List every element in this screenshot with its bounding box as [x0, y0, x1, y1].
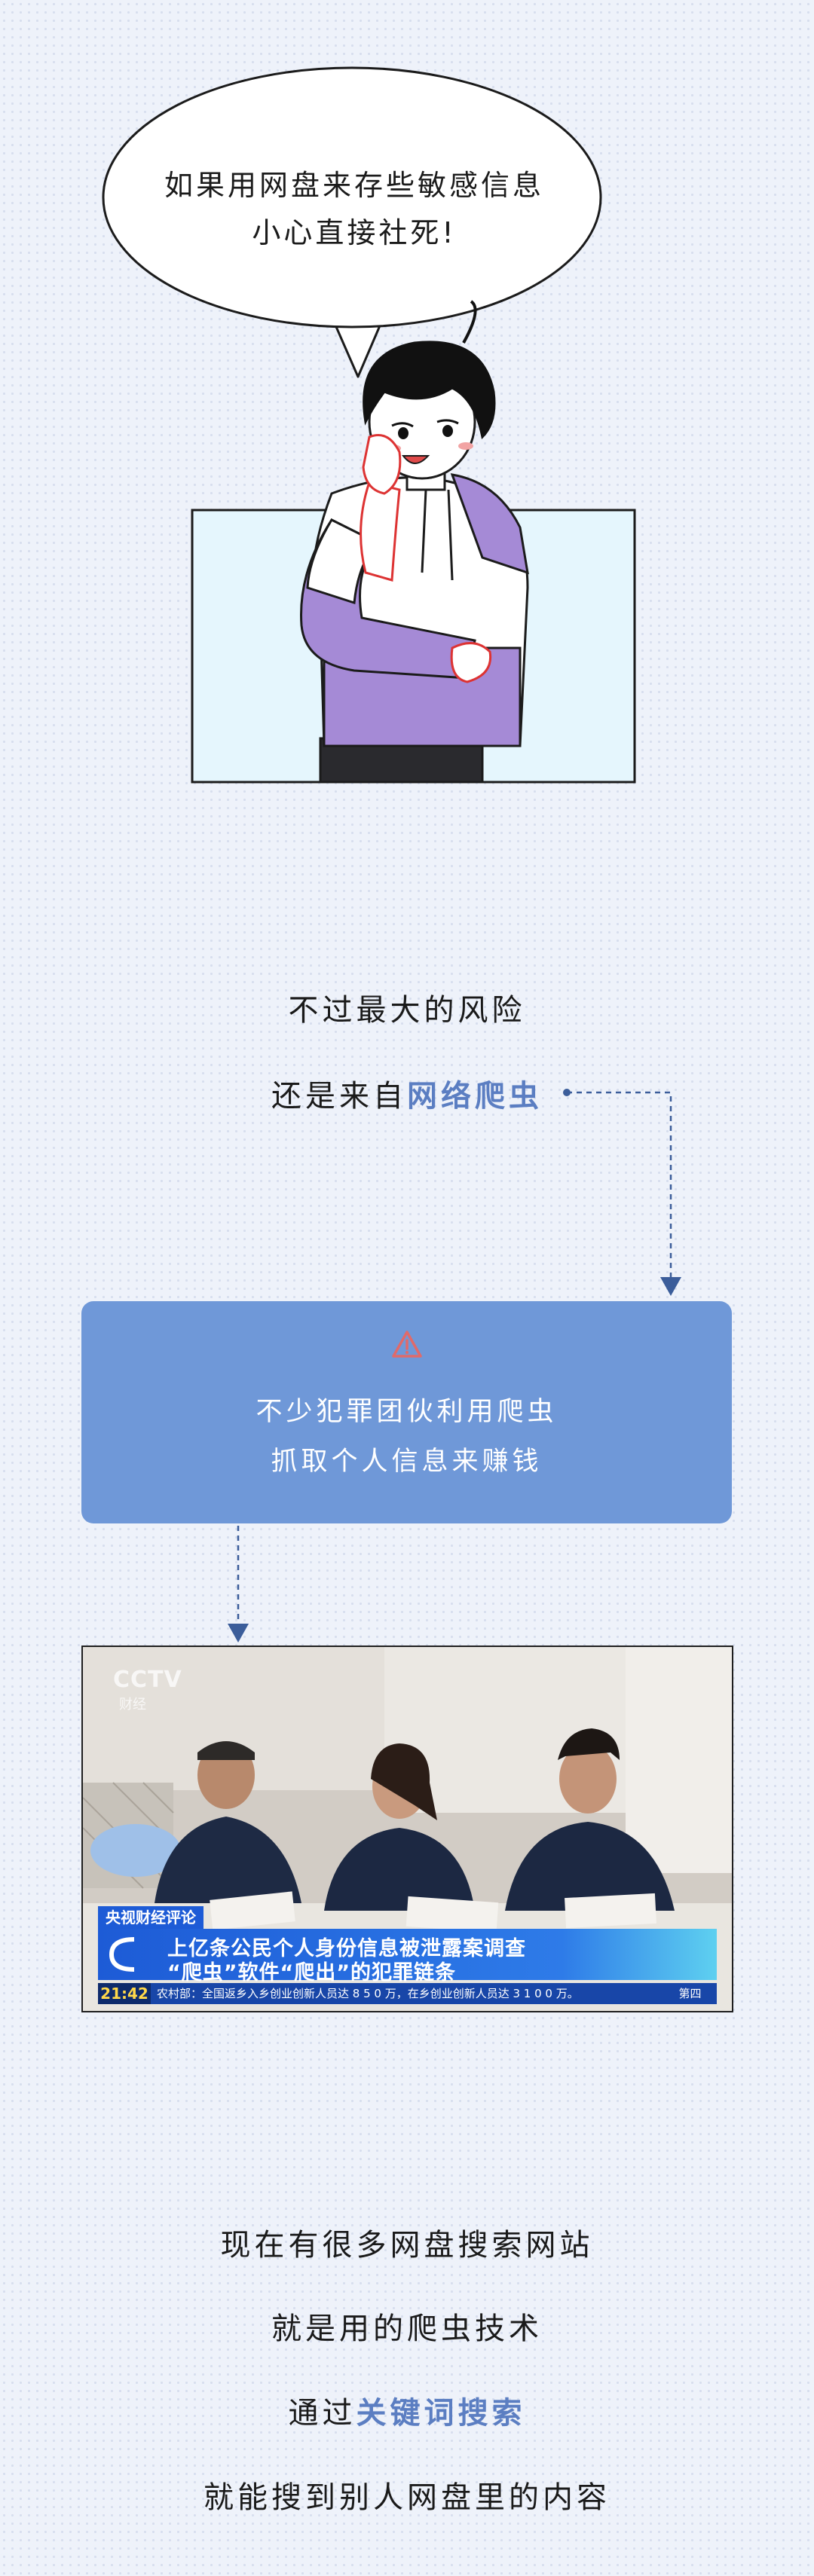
outro-line-3: 通过关键词搜索	[0, 2388, 814, 2432]
outro-line-3-prefix: 通过	[288, 2396, 357, 2431]
cctv-logo-sub: 财经	[119, 1697, 146, 1713]
headline-line-2: “爬虫”软件“爬出”的犯罪链条	[167, 1961, 456, 1985]
keyword-search: 关键词搜索	[356, 2396, 526, 2431]
character-illustration	[191, 300, 636, 784]
cctv-logo: CCTV	[113, 1667, 182, 1693]
warning-triangle-icon	[392, 1331, 422, 1358]
hand-at-mouth	[362, 434, 402, 495]
headline-bar	[98, 1929, 717, 1980]
bubble-line-1: 如果用网盘来存些敏感信息	[164, 169, 544, 202]
cctv-channel-icon	[109, 1937, 135, 1972]
intro-line-1: 不过最大的风险	[288, 993, 526, 1028]
alert-line-1: 不少犯罪团伙利用爬虫	[256, 1397, 558, 1427]
news-ticker: 农村部：全国返乡入乡创业创新人员达 8 5 0 万，在乡创业创新人员达 3 1 …	[157, 1987, 579, 2000]
outro-line-2: 就是用的爬虫技术	[271, 2312, 543, 2346]
outro-line-1: 现在有很多网盘搜索网站	[220, 2228, 594, 2263]
keyword-web-crawler: 网络爬虫	[407, 1079, 543, 1114]
news-ticker-end: 第四	[678, 1987, 702, 2000]
news-time: 21:42	[98, 1983, 151, 2004]
headline-line-1: 上亿条公民个人身份信息被泄露案调查	[167, 1937, 526, 1960]
program-tag: 央视财经评论	[98, 1906, 204, 1929]
intro-line-2-prefix: 还是来自	[271, 1079, 407, 1114]
dashed-connector	[228, 1089, 681, 1642]
bubble-line-2: 小心直接社死!	[252, 216, 457, 249]
ticker-bar	[98, 1983, 717, 2004]
character-hair	[363, 341, 496, 440]
news-screenshot: CCTV 财经 央视财经评论 上亿条公民个人身份信息被泄露案调查 “爬虫”软件“…	[81, 1646, 733, 2012]
outro-line-4: 就能搜到别人网盘里的内容	[204, 2480, 610, 2515]
alert-line-2: 抓取个人信息来赚钱	[271, 1447, 543, 1477]
speech-bubble	[102, 66, 602, 378]
intro-line-2: 还是来自网络爬虫	[0, 1071, 814, 1115]
alert-box: 不少犯罪团伙利用爬虫 抓取个人信息来赚钱	[81, 1301, 732, 1523]
